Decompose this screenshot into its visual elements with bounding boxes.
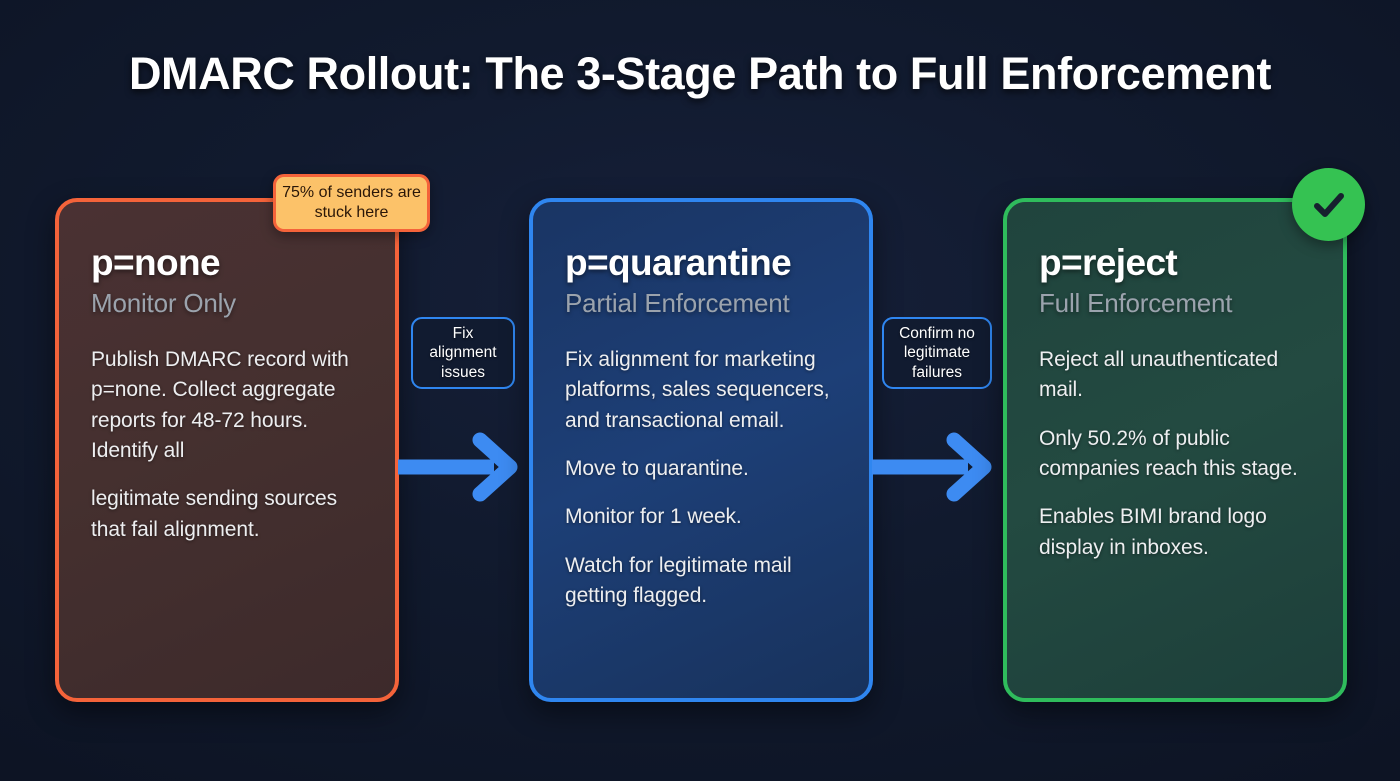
arrow-none-to-quarantine — [398, 432, 530, 502]
connector-label-fix-alignment: Fix alignment issues — [411, 317, 515, 389]
stage-paragraph: Reject all unauthenticated mail. — [1039, 347, 1279, 402]
stage-subtitle: Full Enforcement — [1039, 287, 1233, 318]
stage-title: p=quarantine — [565, 242, 792, 283]
stage-title: p=none — [91, 242, 221, 283]
stage-paragraph: Fix alignment for marketing platforms, s… — [565, 347, 830, 432]
stage-body: Reject all unauthenticated mail. Only 50… — [1039, 345, 1313, 564]
stage-paragraph: Publish DMARC record with p=none. Collec… — [91, 347, 349, 463]
arrow-right-icon — [398, 432, 518, 502]
stage-paragraph: Watch for legitimate mail getting flagge… — [565, 553, 792, 608]
stage-paragraph: Monitor for 1 week. — [565, 505, 742, 529]
stage-paragraph: Only 50.2% of public companies reach thi… — [1039, 426, 1298, 481]
connector-label-confirm-no-failures: Confirm no legitimate failures — [882, 317, 992, 389]
page-title: DMARC Rollout: The 3-Stage Path to Full … — [128, 48, 1272, 99]
stage-paragraph: Enables BIMI brand logo display in inbox… — [1039, 505, 1267, 559]
stage-card-p-reject: p=reject Full Enforcement Reject all una… — [1003, 198, 1347, 702]
stage-subtitle: Partial Enforcement — [565, 287, 790, 318]
stage-card-p-quarantine: p=quarantine Partial Enforcement Fix ali… — [529, 198, 873, 702]
arrow-quarantine-to-reject — [872, 432, 1004, 502]
stage-paragraph: Move to quarantine. — [565, 457, 749, 481]
stage-paragraph: legitimate sending sources that fail ali… — [91, 487, 338, 541]
stage-card-p-none: p=none Monitor Only Publish DMARC record… — [55, 198, 399, 702]
stage-body: Publish DMARC record with p=none. Collec… — [91, 345, 365, 546]
stage-body: Fix alignment for marketing platforms, s… — [565, 345, 839, 612]
arrow-right-icon — [872, 432, 992, 502]
completion-badge — [1292, 168, 1365, 241]
stage-subtitle: Monitor Only — [91, 287, 236, 318]
callout-badge-stuck-senders: 75% of senders are stuck here — [273, 174, 430, 232]
check-icon — [1313, 192, 1344, 217]
stage-title: p=reject — [1039, 242, 1178, 283]
